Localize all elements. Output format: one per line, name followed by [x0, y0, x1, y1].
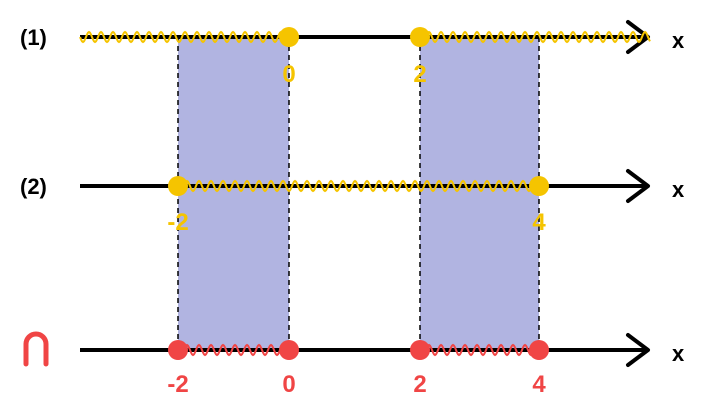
- endpoint-dot: [529, 340, 549, 360]
- point-label: 4: [532, 371, 546, 398]
- solution-wave: [177, 343, 290, 357]
- axis-label: x: [672, 177, 685, 202]
- endpoint-dot: [279, 27, 299, 47]
- row-label: (2): [20, 174, 47, 199]
- point-label: 0: [282, 61, 295, 88]
- solution-wave: [419, 343, 540, 357]
- arrow-head-icon: [626, 169, 650, 203]
- point-label: 2: [413, 371, 426, 398]
- point-label: 0: [282, 371, 295, 398]
- endpoint-dot: [168, 340, 188, 360]
- solution-wave: [177, 179, 540, 193]
- solution-wave: [419, 30, 651, 44]
- axis-label: x: [672, 28, 685, 53]
- point-label: 2: [413, 61, 426, 88]
- endpoint-dot: [410, 27, 430, 47]
- shaded-interval: [178, 37, 289, 350]
- intersection-symbol-icon: [23, 331, 49, 367]
- axis-label: x: [672, 341, 685, 366]
- solution-wave: [79, 30, 290, 44]
- endpoint-dot: [168, 176, 188, 196]
- endpoint-dot: [529, 176, 549, 196]
- point-label: -2: [167, 371, 188, 398]
- point-label: -2: [167, 209, 188, 236]
- endpoint-dot: [279, 340, 299, 360]
- endpoint-dot: [410, 340, 430, 360]
- arrow-head-icon: [626, 333, 650, 367]
- row-label: (1): [20, 25, 47, 50]
- point-label: 4: [532, 209, 546, 236]
- shaded-interval: [420, 37, 539, 350]
